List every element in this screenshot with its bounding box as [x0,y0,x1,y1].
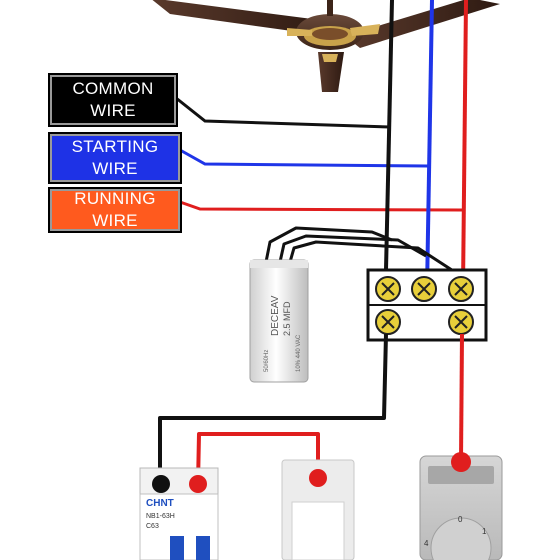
mcb-rating: C63 [146,523,159,530]
mcb-model: NB1-63H [146,513,175,520]
mcb-icon: CHNT NB1-63H C63 [139,467,219,560]
common-leader-wire [175,96,391,129]
regulator-mark-4: 4 [424,539,429,548]
capacitor-icon: DECEAV 2.5 MFD 10% 440 VAC 50/60Hz [249,259,309,383]
capacitor-spec-1: 10% 440 VAC [296,334,302,372]
starting-wire [425,0,434,291]
running-wire-label-text: RUNNING WIRE [74,189,156,230]
regulator-mark-1: 1 [482,527,487,536]
starting-wire-label-text: STARTING WIRE [71,137,159,178]
regulator-wire [459,333,464,463]
switch-terminal [309,469,327,487]
regulator-terminal [451,452,471,472]
common-wire-label-text: COMMON WIRE [72,79,154,120]
capacitor-rating: 2.5 MFD [282,301,292,336]
mcb-phase-terminal [189,475,207,493]
ceiling-fan-icon [152,0,500,92]
supply-wires [158,333,464,485]
common-wire-label: COMMON WIRE [48,73,178,127]
capacitor-brand: DECEAV [270,295,281,336]
capacitor-spec-2: 50/60Hz [264,350,270,372]
terminal-block-icon [366,268,488,342]
regulator-icon: 0 1 4 [419,452,503,560]
running-leader-wire [179,200,463,212]
starting-leader-wire [179,148,429,168]
fan-wires [384,0,468,291]
regulator-mark-0: 0 [458,515,463,524]
phase-wire [196,432,320,485]
running-wire-label: RUNNING WIRE [48,187,182,233]
common-wire [384,0,394,271]
mcb-neutral-terminal [152,475,170,493]
starting-wire-label: STARTING WIRE [48,132,182,184]
mcb-brand: CHNT [146,498,174,509]
running-wire [461,0,468,289]
neutral-wire [158,333,388,484]
capacitor-leads [264,226,459,276]
terminal-screws [375,276,474,335]
label-leaders [175,96,463,212]
switch-icon [281,459,355,560]
